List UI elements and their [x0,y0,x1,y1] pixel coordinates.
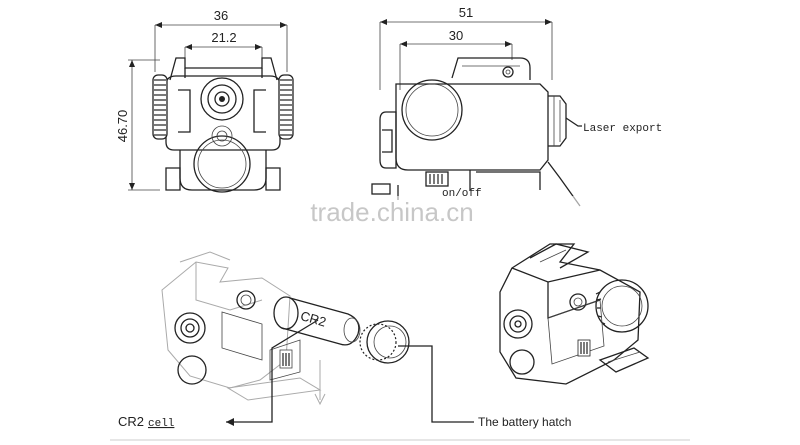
exploded-view: CR2 CR2 cell The battery hatch [118,251,571,430]
cr2-cell-body-label: CR2 [299,308,328,330]
watermark-text: trade.china.cn [310,197,473,227]
dim-front-width: 36 [214,8,228,23]
side-view: 51 30 Laser export [371,5,662,207]
dim-side-inner-width: 30 [449,28,463,43]
dim-front-inner-width: 21.2 [211,30,236,45]
knurl-left [154,79,166,136]
laser-export-label: Laser export [583,123,662,135]
cr2-cell-caption: CR2 [118,414,144,429]
front-view: 36 21.2 46.70 [115,8,294,193]
assembled-view [499,243,650,385]
cr2-caption-text: CR2 [118,414,144,429]
knurl-right [280,79,292,136]
battery-hatch-label: The battery hatch [478,415,571,429]
dim-front-height: 46.70 [115,110,130,143]
cr2-caption-cell: cell [148,418,174,430]
watermark-band: trade.china.cn [150,196,630,227]
dim-side-width: 51 [459,5,473,20]
